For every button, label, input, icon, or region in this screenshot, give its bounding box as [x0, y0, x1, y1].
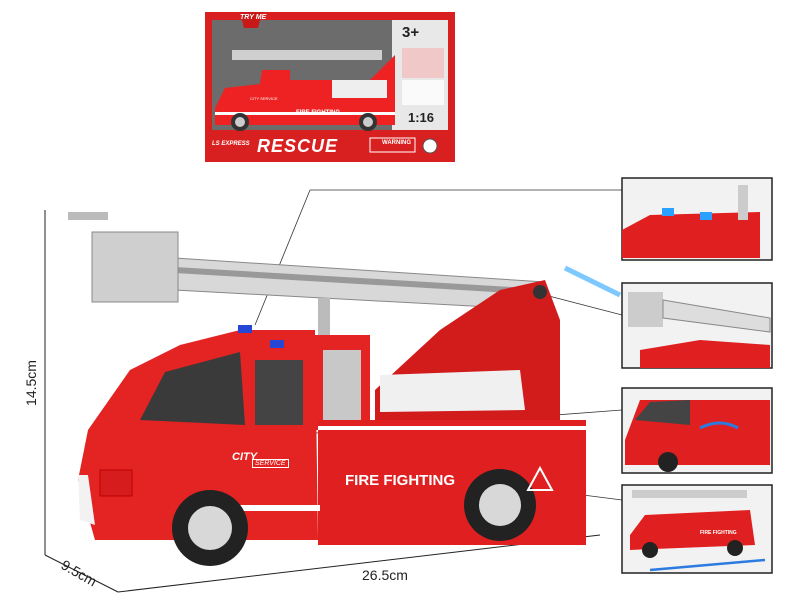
package-badge: TRY ME	[240, 14, 267, 21]
truck-city-text: CITY	[232, 451, 258, 463]
package-scale: 1:16	[408, 110, 435, 125]
package-title: RESCUE	[257, 136, 339, 156]
package-truck-text: FIRE FIGHTING	[296, 110, 340, 116]
package-brand: LS EXPRESS	[212, 141, 250, 147]
dimension-height-label: 14.5cm	[22, 360, 39, 406]
truck-service-text: SERVICE	[252, 459, 289, 468]
fire-truck	[68, 212, 586, 566]
water-spray	[563, 265, 622, 298]
truck-side-text: FIRE FIGHTING	[345, 472, 455, 489]
dimension-length-label: 26.5cm	[362, 567, 408, 583]
inset-truck-text: FIRE FIGHTING	[700, 530, 737, 536]
inset-images	[621, 177, 773, 574]
package-box	[205, 12, 455, 162]
package-truck-city: CITY SERVICE	[250, 96, 278, 101]
package-warning: WARNING	[382, 140, 411, 146]
package-age: 3+	[402, 24, 420, 41]
